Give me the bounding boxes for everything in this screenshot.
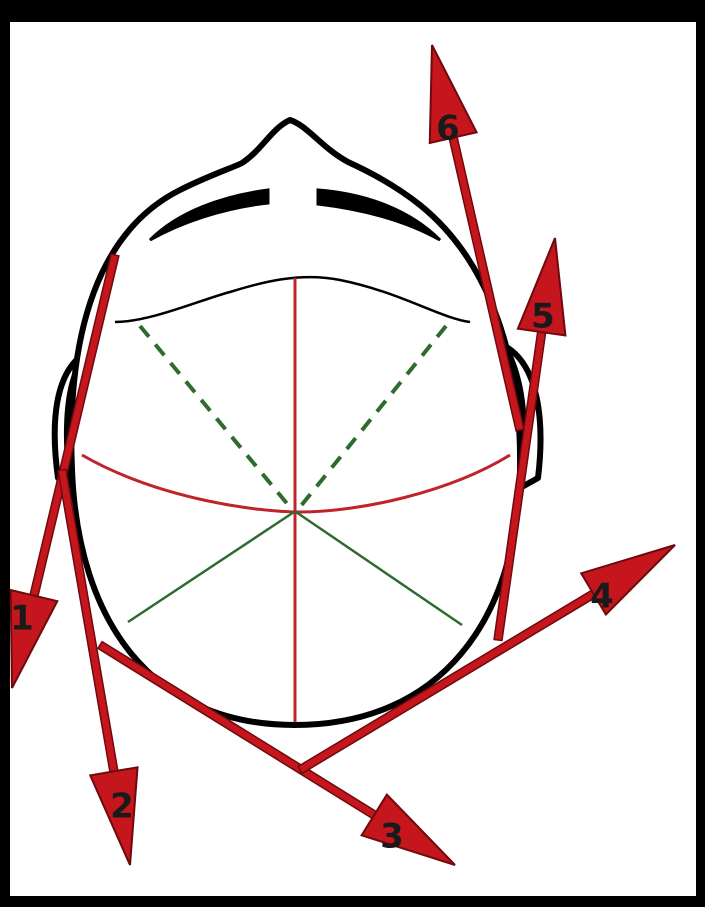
- arrow-3-label: 3: [380, 817, 404, 857]
- arrow-3-head: [362, 795, 455, 865]
- arrow-4-label: 4: [590, 577, 614, 617]
- arrow-1-label: 1: [10, 599, 34, 639]
- arrow-2-label: 2: [110, 787, 134, 827]
- arrow-5-label: 5: [531, 297, 555, 337]
- arrow-6-label: 6: [436, 109, 460, 149]
